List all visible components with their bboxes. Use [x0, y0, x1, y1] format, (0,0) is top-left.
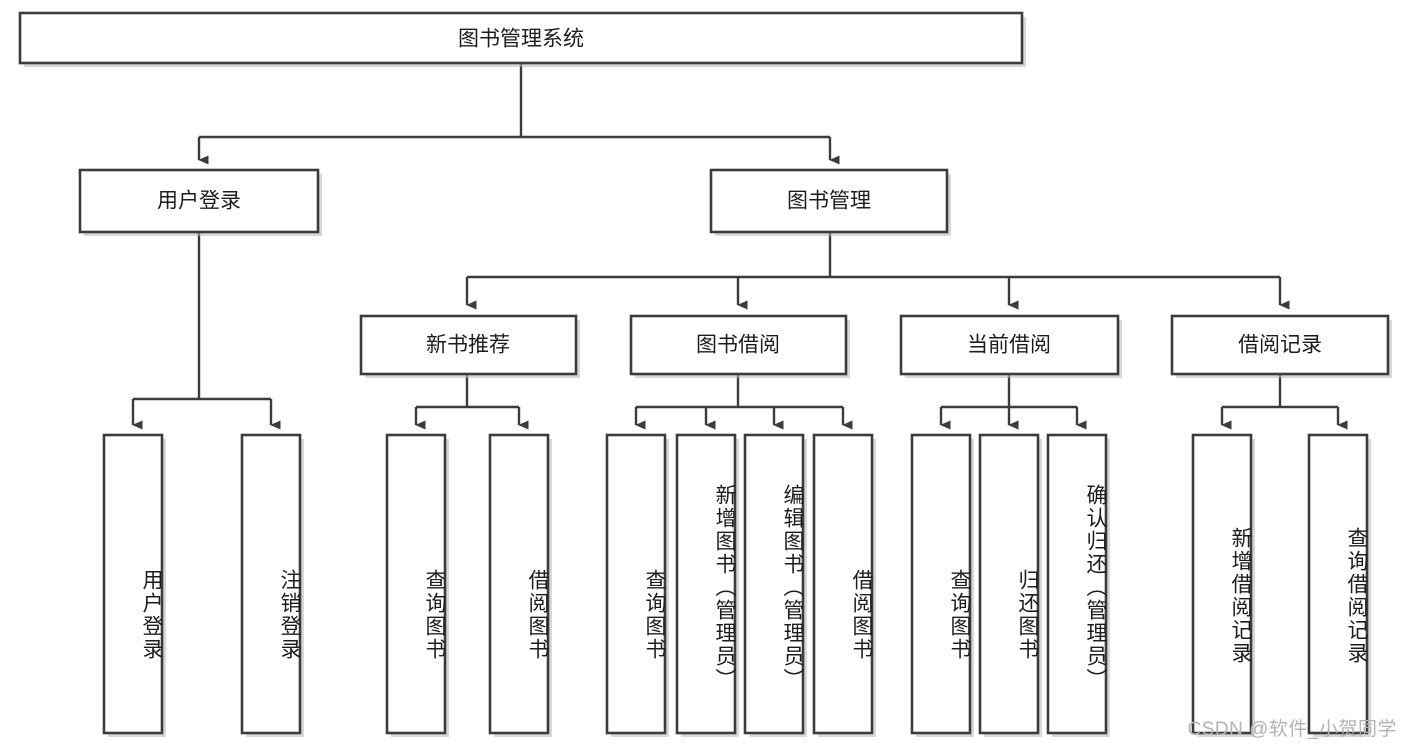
leaf-box-new-book-2[interactable]: [488, 433, 550, 735]
leaf-box-book-borrow-4[interactable]: [812, 433, 874, 735]
leaf-boxes-user-login: [102, 433, 304, 737]
leaf-box-current-borrow-2[interactable]: [978, 433, 1040, 735]
leaf-box-borrow-record-1[interactable]: [1191, 433, 1253, 735]
node-book-manage[interactable]: 图书管理: [709, 168, 951, 236]
node-user-login[interactable]: 用户登录: [78, 168, 322, 236]
connector-group-root: [197, 63, 840, 165]
connector-group-current-borrow: [939, 374, 1087, 430]
connector-group-borrow-record: [1220, 374, 1348, 430]
leaf-box-book-borrow-2[interactable]: [675, 433, 737, 735]
node-current-borrow[interactable]: 当前借阅: [899, 314, 1122, 378]
node-new-book-recommend-label: 新书推荐: [426, 334, 510, 357]
node-user-login-label: 用户登录: [157, 190, 241, 213]
leaf-box-user-login-1[interactable]: [102, 433, 164, 735]
node-new-book-recommend[interactable]: 新书推荐: [359, 314, 580, 378]
leaf-boxes-book-borrow: [605, 433, 876, 737]
leaf-box-borrow-record-2[interactable]: [1307, 433, 1369, 735]
leaf-box-user-login-2[interactable]: [240, 433, 302, 735]
watermark-text: CSDN @软件_小贺同学: [1187, 719, 1397, 740]
node-borrow-record-label: 借阅记录: [1238, 334, 1322, 357]
connector-group-new-book: [414, 374, 529, 430]
connector-group-user-login: [131, 232, 281, 430]
leaf-box-book-borrow-3[interactable]: [743, 433, 805, 735]
node-root-label: 图书管理系统: [458, 28, 584, 51]
leaf-boxes-new-book-recommend: [385, 433, 552, 737]
node-borrow-record[interactable]: 借阅记录: [1170, 314, 1392, 378]
connector-group-book-borrow: [634, 374, 853, 430]
leaf-box-new-book-1[interactable]: [385, 433, 447, 735]
leaf-box-book-borrow-1[interactable]: [605, 433, 667, 735]
leaf-box-current-borrow-1[interactable]: [910, 433, 972, 735]
leaf-boxes-borrow-record: [1191, 433, 1371, 737]
node-book-manage-label: 图书管理: [787, 190, 871, 213]
leaf-box-current-borrow-3[interactable]: [1046, 433, 1108, 735]
node-book-borrow[interactable]: 图书借阅: [629, 314, 850, 378]
connector-group-book-manage: [465, 232, 1290, 310]
node-root[interactable]: 图书管理系统: [18, 11, 1026, 67]
node-current-borrow-label: 当前借阅: [967, 334, 1051, 357]
node-book-borrow-label: 图书借阅: [696, 334, 780, 357]
leaf-boxes-current-borrow: [910, 433, 1110, 737]
